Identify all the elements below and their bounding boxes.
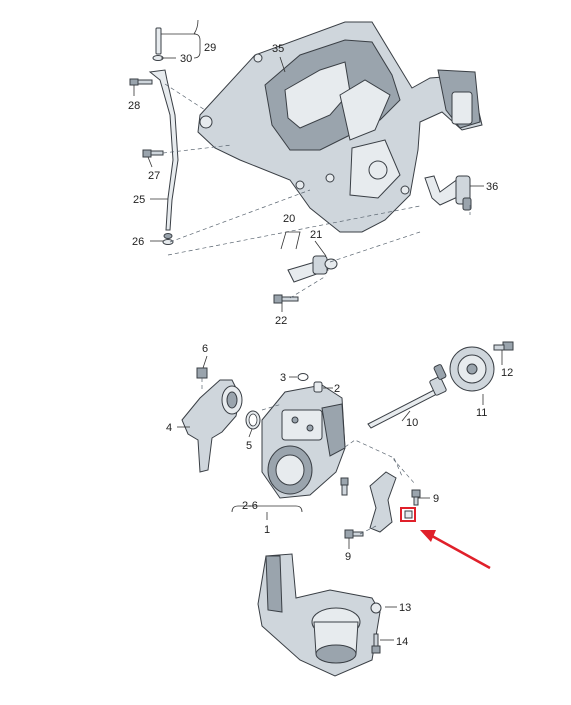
callout-35: 35 — [272, 43, 284, 55]
callout-labels: 29 30 28 27 25 26 35 36 20 21 22 6 3 2 4… — [128, 42, 513, 648]
callout-11: 11 — [476, 407, 487, 419]
highlight-box — [400, 507, 416, 522]
callout-25: 25 — [133, 194, 145, 206]
callout-20: 20 — [283, 213, 295, 225]
seal-2 — [313, 381, 323, 393]
callout-4: 4 — [166, 422, 172, 434]
callout-21: 21 — [310, 229, 322, 241]
callout-13: 13 — [399, 602, 411, 614]
callout-30: 30 — [180, 53, 192, 65]
callout-10: 10 — [406, 417, 418, 429]
oil-level-sensor — [287, 255, 338, 283]
callout-9-upper: 9 — [433, 493, 439, 505]
callout-22: 22 — [275, 315, 287, 327]
callout-5: 5 — [246, 440, 252, 452]
callout-27: 27 — [148, 170, 160, 182]
oil-pump — [261, 384, 346, 499]
o-ring-5 — [245, 410, 261, 430]
leader-lines — [133, 19, 503, 641]
oil-pan — [197, 21, 483, 233]
o-ring-3 — [297, 373, 309, 381]
callout-1: 1 — [264, 524, 270, 536]
bolt-27 — [142, 149, 164, 158]
bolt-22 — [273, 294, 299, 304]
oil-pipe-fitting — [424, 175, 472, 211]
pump-bracket — [369, 471, 397, 533]
bolt-28 — [129, 78, 153, 86]
callout-29: 29 — [204, 42, 216, 54]
callout-26: 26 — [132, 236, 144, 248]
sprocket — [449, 346, 495, 392]
callout-14: 14 — [396, 636, 408, 648]
callout-28: 28 — [128, 100, 140, 112]
callout-12: 12 — [501, 367, 513, 379]
oil-pickup-tube — [181, 367, 243, 473]
callout-6: 6 — [202, 343, 208, 355]
callout-3: 3 — [280, 372, 286, 384]
drive-shaft — [367, 364, 447, 429]
highlighted-part — [400, 507, 416, 522]
bolt-9-upper — [411, 489, 421, 506]
bolt-14 — [371, 633, 381, 654]
lower-bracket — [257, 553, 382, 677]
callout-36: 36 — [486, 181, 498, 193]
callout-2: 2 — [334, 383, 340, 395]
callout-9-lower: 9 — [345, 551, 351, 563]
callout-2-6: 2-6 — [242, 500, 258, 512]
indicator-arrow — [420, 530, 491, 570]
dipstick-tube — [148, 27, 179, 245]
bolt-12 — [493, 341, 514, 351]
pump-bolt — [340, 477, 349, 496]
